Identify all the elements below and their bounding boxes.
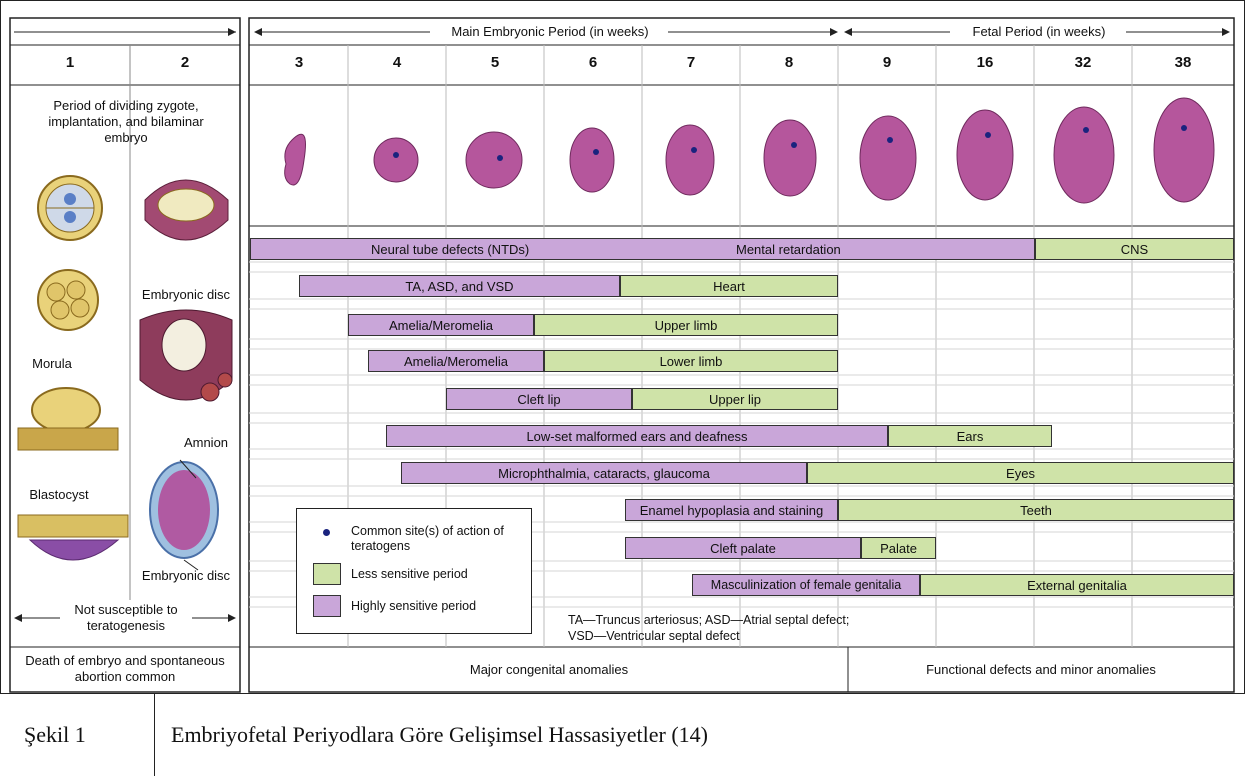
week-label: 7 — [686, 54, 696, 71]
bar-upper-limb-high: Amelia/Meromelia — [348, 314, 534, 336]
week-label: 6 — [588, 54, 598, 71]
week-label: 32 — [1074, 54, 1092, 71]
bar-teeth-high: Enamel hypoplasia and staining — [625, 499, 838, 521]
bar-label: Neural tube defects (NTDs) — [371, 241, 530, 257]
bar-neural-tube: Neural tube defects (NTDs) Mental retard… — [250, 238, 1035, 260]
legend-high-label: Highly sensitive period — [351, 599, 477, 613]
week-label: 4 — [392, 54, 402, 71]
bar-lower-limb-low: Lower limb — [544, 350, 838, 372]
teratogen-dot-icon — [323, 529, 330, 536]
week-label: 8 — [784, 54, 794, 71]
morula-illustration — [37, 269, 99, 331]
week-label: 3 — [294, 54, 304, 71]
legend-less-label: Less sensitive period — [351, 567, 468, 581]
bar-lip-low: Upper lip — [632, 388, 838, 410]
bar-ears-low: Ears — [888, 425, 1052, 447]
bar-upper-limb-low: Upper limb — [534, 314, 838, 336]
major-anomalies-label: Major congenital anomalies — [469, 662, 629, 677]
abbreviation-line-1: TA—Truncus arteriosus; ASD—Atrial septal… — [568, 613, 850, 627]
bar-lower-limb-high: Amelia/Meromelia — [368, 350, 544, 372]
embryonic-disc-illustration — [139, 309, 233, 402]
period-description: Period of dividing zygote, implantation,… — [48, 98, 204, 145]
bar-ears-high: Low-set malformed ears and deafness — [386, 425, 888, 447]
bar-teeth-low: Teeth — [838, 499, 1234, 521]
bar-genital-high: Masculinization of female genitalia — [692, 574, 920, 596]
death-label: Death of embryo and spontaneous abortion… — [25, 653, 225, 684]
legend-high-swatch — [313, 595, 341, 617]
bar-palate-low: Palate — [861, 537, 936, 559]
morula-label: Morula — [32, 356, 72, 371]
bar-eyes-high: Microphthalmia, cataracts, glaucoma — [401, 462, 807, 484]
bar-lip-high: Cleft lip — [446, 388, 632, 410]
blastocyst-illustration — [17, 387, 119, 451]
blastocyst-label: Blastocyst — [29, 487, 89, 502]
figure-number: Şekil 1 — [0, 694, 155, 776]
functional-defects-label: Functional defects and minor anomalies — [926, 662, 1156, 677]
abbreviation-line-2: VSD—Ventricular septal defect — [568, 629, 740, 643]
not-susceptible-label: Not susceptible to teratogenesis — [74, 602, 178, 633]
bar-palate-high: Cleft palate — [625, 537, 861, 559]
week-label: 2 — [180, 54, 190, 71]
implantation-illustration — [17, 514, 129, 561]
embryo-illustrations — [284, 97, 1215, 204]
amnion-illustration — [149, 459, 219, 571]
chart-grid — [9, 17, 1235, 693]
week-label: 16 — [976, 54, 994, 71]
week-label: 1 — [65, 54, 75, 71]
bar-genital-low: External genitalia — [920, 574, 1234, 596]
embryonic-disc-label: Embryonic disc — [141, 568, 231, 583]
figure-caption: Embriyofetal Periyodlara Göre Gelişimsel… — [171, 722, 709, 747]
week-label: 5 — [490, 54, 500, 71]
week-label: 9 — [882, 54, 892, 71]
legend-dot-label: Common site(s) of action of teratogens — [351, 524, 504, 553]
fetal-period-label: Fetal Period (in weeks) — [952, 24, 1126, 39]
bar-heart-low: Heart — [620, 275, 838, 297]
main-period-label: Main Embryonic Period (in weeks) — [432, 24, 668, 39]
bar-cns: CNS — [1035, 238, 1234, 260]
week-label: 38 — [1174, 54, 1192, 71]
legend-less-swatch — [313, 563, 341, 585]
legend: Common site(s) of action of teratogens L… — [296, 508, 532, 634]
caption-row: Şekil 1 Embriyofetal Periyodlara Göre Ge… — [0, 693, 1245, 776]
bar-heart-high: TA, ASD, and VSD — [299, 275, 620, 297]
embryonic-disc-label: Embryonic disc — [141, 287, 231, 302]
bar-label: Mental retardation — [736, 241, 841, 257]
bilaminar-illustration — [144, 179, 229, 241]
bar-eyes-low: Eyes — [807, 462, 1234, 484]
amnion-label: Amnion — [183, 435, 229, 450]
zygote-illustration — [37, 175, 103, 241]
